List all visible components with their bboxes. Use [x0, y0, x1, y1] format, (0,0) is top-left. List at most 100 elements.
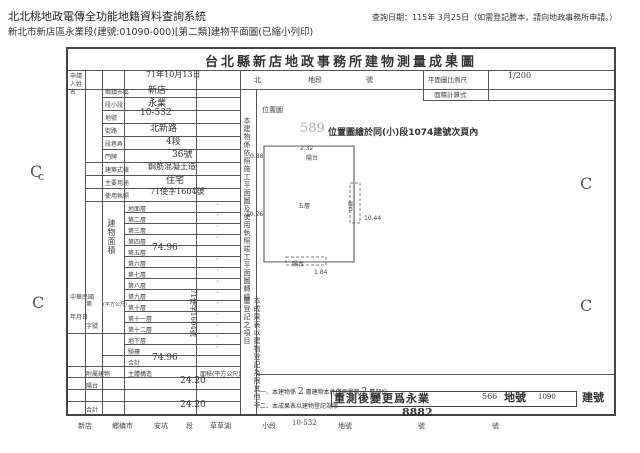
total-value: 74.96 — [152, 353, 178, 363]
bottom-no2: 號 — [492, 422, 499, 430]
basement-dot: · — [216, 332, 219, 341]
accessory-total-label: 合計 — [86, 407, 99, 414]
floor-dot-12: · — [216, 321, 219, 330]
stamp-text: 重測後變更爲永業 — [334, 392, 430, 405]
floor-row-1: 地面層 — [128, 206, 147, 213]
field-label-style: 建築式樣 — [105, 167, 130, 174]
floor-dot-9: · — [216, 288, 219, 297]
field-label-use: 主要用途 — [105, 180, 130, 187]
field-value-district: 新店 — [148, 86, 167, 96]
field-value-lane: 4段 — [166, 137, 181, 147]
floor-dot-4: · — [216, 233, 219, 242]
vertical-note-permit: 71使字1604號 — [189, 289, 197, 337]
floor-dot-2: · — [216, 211, 219, 220]
floor-value-5: 74.96 — [152, 243, 178, 253]
dim-right: 10.44 — [364, 215, 382, 222]
doc-number: 8882 — [402, 406, 433, 419]
dim-left-b: 10.26 — [246, 211, 264, 218]
bottom-subsection2: 小段 — [262, 422, 276, 430]
accessory-total-value: 24.20 — [180, 400, 206, 410]
floor-section-label: 建物面積 — [107, 219, 116, 255]
dim-left-a: 0.38 — [250, 153, 264, 160]
margin-note-date: 年月日 — [70, 314, 89, 321]
location-instruction: 位置圖繪於同(小)段1074建號次頁內 — [328, 128, 479, 138]
arcade-dot: · — [216, 343, 219, 352]
floor-plan-drawing — [263, 145, 361, 266]
balcony-top-label: 陽台 — [306, 155, 319, 162]
label-section: 地段 — [308, 76, 322, 84]
field-label-permit: 使用執照 — [105, 193, 130, 200]
floor-row-9: 第九層 — [128, 294, 147, 301]
field-value-land: 10-532 — [140, 108, 172, 118]
field-label-doorplate: 門牌 — [105, 154, 118, 161]
floor-row-11: 第十一層 — [128, 316, 153, 323]
footer-note-2: 二、本成果表以建物登記為限 — [260, 403, 339, 410]
location-label: 位置圖 — [262, 106, 283, 114]
floor-row-2: 第二層 — [128, 217, 147, 224]
re-survey-stamp — [331, 391, 577, 407]
footer-note-1: 一、本建物係 2 層建物本件僅測量第 2 層部份 — [260, 387, 387, 397]
scan-mark-2: c — [38, 170, 45, 183]
bottom-section2: 段 — [186, 422, 193, 430]
stamp-land: 地號 — [504, 391, 526, 404]
floor-row-3: 第三層 — [128, 228, 147, 235]
field-label-lane: 段巷弄 — [105, 141, 124, 148]
label-city: 北 — [254, 76, 261, 84]
stamp-num: 566 — [482, 392, 498, 401]
accessory-row-1-name: 陽台 — [86, 383, 99, 390]
sub-label-arcade: 騎樓 — [128, 349, 141, 356]
scan-mark-5: C — [580, 296, 593, 315]
footer-note-1-b: 層建物本件僅測量第 — [305, 389, 360, 396]
field-value-street: 北新路 — [150, 124, 178, 134]
bottom-district: 新店 — [78, 422, 92, 430]
margin-note-era: 中華民國 — [70, 294, 95, 301]
bottom-town: 鄉鎮市 — [112, 422, 133, 430]
hand-date: 71年10月13日 — [146, 70, 201, 79]
bottom-section: 安坑 — [154, 422, 168, 430]
document-title: 台北縣新店地政事務所建物測量成果圖 — [204, 55, 477, 70]
floor-dot-8: · — [216, 277, 219, 286]
system-title: 北北桃地政電傳全功能地籍資料查詢系統 — [8, 10, 206, 23]
floor-row-6: 第六層 — [128, 261, 147, 268]
scan-mark-3: C — [32, 293, 45, 312]
vertical-note-a: 本建物係依照施工平面圖及使用執照竣工平面圖轉繪 — [243, 117, 251, 301]
accessory-row-1-value: 24.20 — [180, 376, 206, 386]
footer-note-1-hand2: 2 — [361, 387, 368, 397]
floor-dot-1: · — [216, 200, 219, 209]
stamp-no: 1090 — [538, 393, 556, 401]
floor-dot-6: · — [216, 255, 219, 264]
page-number: 1 — [450, 52, 456, 61]
stamp-build: 建號 — [582, 391, 604, 404]
label-scale: 平面圖比例尺 — [428, 76, 467, 84]
footer-note-1-hand: 2 — [297, 387, 304, 397]
field-value-permit: 71使字1604號 — [150, 187, 205, 196]
query-date: 查詢日期：115年 3月25日（如需登記謄本，請向地政事務所申請。） — [372, 13, 618, 22]
footer-note-1-c: 層部份 — [369, 389, 388, 396]
margin-note-no: 第 — [86, 301, 93, 308]
dim-bottom: 1.84 — [314, 269, 328, 276]
field-value-style: 鋼筋混凝土造 — [148, 162, 196, 171]
label-no: 號 — [366, 76, 373, 84]
accessory-header-area: 面積(平方公尺) — [200, 371, 241, 378]
field-label-district: 鄉鎮市區 — [105, 89, 130, 96]
accessory-header-name: 附屬建物 — [86, 371, 111, 378]
vertical-note-b: 本成果表以建物登記為限其他非屬登記之項目 — [243, 297, 261, 409]
scan-mark-4: C — [580, 174, 593, 193]
field-label-street: 街路 — [105, 128, 118, 135]
survey-sheet: 台北縣新店地政事務所建物測量成果圖 北 地段 號 平面圖比例尺 1/200 面積… — [66, 47, 616, 419]
floor-dot-10: · — [216, 299, 219, 308]
margin-note-word: 字號 — [86, 323, 99, 330]
scan-mark-1: C — [30, 162, 43, 181]
margin-note-unit: (平方公尺) — [103, 302, 127, 308]
floor-row-4: 第四層 — [128, 239, 147, 246]
bottom-land-value: 10-532 — [292, 419, 317, 427]
footer-note-1-a: 一、本建物係 — [260, 389, 297, 396]
floor-dot-3: · — [216, 222, 219, 231]
label-map-calc: 面積計算式 — [434, 91, 467, 99]
floor-row-12: 第十二層 — [128, 327, 153, 334]
dim-top: 2.32 — [300, 145, 314, 152]
scale-value: 1/200 — [508, 71, 532, 80]
balcony-right-label: 陽台 — [347, 201, 353, 211]
field-value-doorplate: 36號 — [172, 150, 193, 160]
field-value-section: 永業 — [148, 99, 167, 109]
